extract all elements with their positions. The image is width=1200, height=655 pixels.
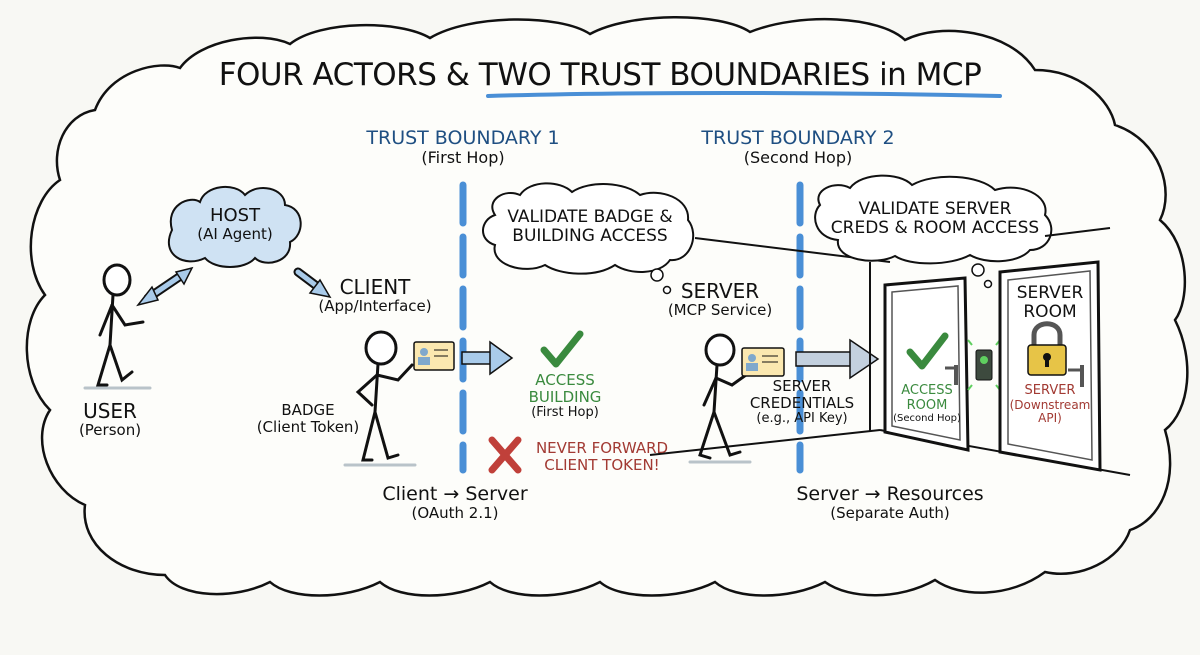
server-room-title-line: SERVER [1016, 283, 1084, 303]
flow-2-label: Server → Resources (Separate Auth) [770, 483, 1010, 523]
user-stick-figure-icon [83, 263, 152, 390]
wall-line [1044, 227, 1111, 237]
padlock-icon [1027, 321, 1067, 376]
server-credentials-card-icon [741, 347, 785, 377]
badge-label: BADGE (Client Token) [248, 402, 368, 436]
badge-sub: (Client Token) [256, 417, 360, 436]
title-underline [486, 91, 1002, 98]
server-credentials-line: SERVER [772, 377, 832, 395]
client-title: CLIENT [339, 275, 411, 299]
access-building-line: ACCESS [535, 371, 595, 389]
server-room-line: SERVER [1024, 383, 1076, 398]
access-room-line: ROOM [906, 397, 948, 413]
user-sub: (Person) [78, 421, 142, 440]
access-building-sub: (First Hop) [531, 404, 599, 420]
badge-title: BADGE [281, 401, 335, 419]
flow-1-label: Client → Server (OAuth 2.1) [355, 483, 555, 523]
card-reader-icon [967, 339, 1001, 391]
client-label: CLIENT (App/Interface) [310, 276, 440, 315]
server-label: SERVER (MCP Service) [655, 280, 785, 319]
bubble-2-line: VALIDATE SERVER [858, 199, 1012, 219]
warning-label: NEVER FORWARD CLIENT TOKEN! [522, 440, 682, 474]
thought-bubble-1 [482, 182, 695, 275]
bubble-2-line: CREDS & ROOM ACCESS [830, 218, 1040, 239]
trust-boundary-2-title: TRUST BOUNDARY 2 [701, 127, 895, 149]
server-room-label: SERVER (Downstream API) [1005, 383, 1095, 425]
thought-dot [971, 263, 985, 277]
check-icon [540, 330, 584, 368]
user-title: USER [83, 399, 137, 423]
access-building-line: BUILDING [528, 387, 602, 406]
trust-boundary-1-title: TRUST BOUNDARY 1 [366, 127, 560, 149]
trust-boundary-1-label: TRUST BOUNDARY 1 (First Hop) [363, 127, 563, 168]
flow-2-title: Server → Resources [796, 483, 984, 505]
trust-boundary-2-label: TRUST BOUNDARY 2 (Second Hop) [698, 127, 898, 168]
x-icon [488, 436, 522, 474]
server-sub: (MCP Service) [667, 301, 773, 320]
thought-bubble-1-text: VALIDATE BADGE & BUILDING ACCESS [490, 207, 690, 247]
warning-line: CLIENT TOKEN! [544, 455, 660, 474]
warning-line: NEVER FORWARD [535, 439, 669, 457]
thought-dot [662, 285, 672, 295]
host-user-arrow-icon [136, 266, 194, 307]
trust-boundary-1-sub: (First Hop) [421, 148, 505, 168]
thought-dot [983, 279, 993, 289]
host-sub: (AI Agent) [197, 225, 273, 244]
thought-bubble-2 [814, 174, 1053, 265]
flow-1-title: Client → Server [382, 483, 528, 505]
server-room-line: (Downstream [1009, 397, 1091, 412]
page-title: FOUR ACTORS & TWO TRUST BOUNDARIES in MC… [218, 57, 982, 93]
client-badge-card-icon [413, 341, 455, 371]
host-label: HOST (AI Agent) [170, 205, 300, 244]
access-room-line: ACCESS [901, 383, 953, 398]
host-cloud-icon [168, 185, 302, 268]
bubble-1-line: BUILDING ACCESS [512, 226, 668, 247]
server-credentials-line: CREDENTIALS [749, 393, 855, 412]
flow-1-sub: (OAuth 2.1) [411, 504, 499, 523]
server-credentials-sub: (e.g., API Key) [756, 410, 848, 426]
thought-bubble-2-text: VALIDATE SERVER CREDS & ROOM ACCESS [825, 199, 1045, 239]
trust-boundary-2-sub: (Second Hop) [743, 148, 853, 168]
server-room-title-line: ROOM [1023, 302, 1077, 323]
bubble-1-line: VALIDATE BADGE & [507, 207, 673, 227]
thought-dot [650, 268, 664, 282]
server-room-title: SERVER ROOM [1005, 283, 1095, 323]
client-sub: (App/Interface) [318, 297, 432, 316]
server-credentials-label: SERVER CREDENTIALS (e.g., API Key) [742, 378, 862, 426]
server-stick-figure-icon [688, 333, 752, 464]
server-resources-arrow-icon [795, 338, 880, 380]
floor-line [649, 429, 881, 456]
outer-cloud-border [25, 16, 1189, 597]
check-icon [906, 332, 949, 370]
user-label: USER (Person) [60, 400, 160, 439]
host-title: HOST [209, 205, 261, 226]
flow-2-sub: (Separate Auth) [830, 504, 950, 523]
access-building-label: ACCESS BUILDING (First Hop) [510, 372, 620, 420]
host-client-arrow-icon [293, 267, 332, 299]
access-room-label: ACCESS ROOM (Second Hop) [887, 383, 967, 425]
server-title: SERVER [680, 279, 760, 303]
client-stick-figure-icon [343, 330, 417, 467]
server-room-line: API) [1038, 410, 1062, 425]
client-server-arrow-icon [461, 340, 514, 376]
access-room-sub: (Second Hop) [893, 413, 961, 425]
